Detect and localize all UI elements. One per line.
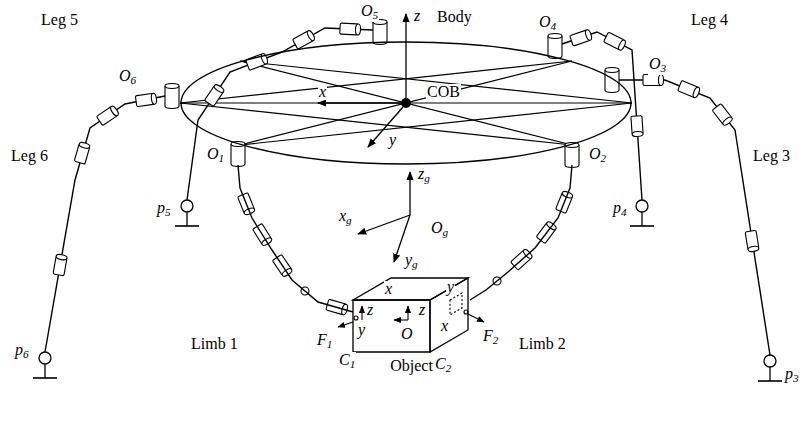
part-label: Limb 1 <box>190 336 239 352</box>
node-title: Body <box>437 9 472 25</box>
part-label: Limb 2 <box>518 336 567 352</box>
symbol-label: p6 <box>14 342 30 361</box>
global-coordinate-frame <box>358 172 410 262</box>
symbol-label: F1 <box>316 332 333 351</box>
symbol-label: y <box>388 132 397 148</box>
limb-link <box>470 165 572 300</box>
symbol-label: z <box>413 8 421 24</box>
symbol-label: zg <box>417 166 431 185</box>
symbol-label: x <box>384 281 393 297</box>
symbol-label: xg <box>338 208 353 227</box>
symbol-label: Og <box>430 220 449 239</box>
body-coordinate-frame <box>318 14 411 147</box>
body-outline <box>181 42 631 164</box>
symbol-label: p4 <box>612 200 628 219</box>
symbol-label: O4 <box>538 14 557 33</box>
node-title: Object <box>390 358 433 374</box>
symbol-label: O3 <box>648 56 667 75</box>
robot-body: Body <box>180 41 632 165</box>
symbol-label: z <box>418 302 426 318</box>
symbol-label: p3 <box>784 366 800 385</box>
symbol-label: z <box>366 302 374 318</box>
cube-face <box>353 278 468 300</box>
symbol-label: x <box>318 84 327 100</box>
symbol-label: C1 <box>338 352 356 371</box>
body-ellipse <box>180 41 632 165</box>
symbol-label: O2 <box>588 146 607 165</box>
part-label: Leg 4 <box>690 12 729 28</box>
symbol-label: p5 <box>156 200 172 219</box>
cube-face <box>353 300 430 352</box>
part-label: Leg 5 <box>40 12 79 28</box>
legs <box>45 28 770 355</box>
symbol-label: x <box>440 318 449 334</box>
part-label: Leg 3 <box>752 148 791 164</box>
cube-face <box>430 278 468 352</box>
symbol-label: O6 <box>118 68 137 87</box>
symbol-label: F2 <box>482 328 499 347</box>
symbol-label: y <box>357 322 366 338</box>
feet <box>33 200 782 381</box>
symbol-label: O1 <box>206 146 225 165</box>
symbol-label: C2 <box>434 356 452 375</box>
symbol-label: y <box>446 279 455 295</box>
limb-joints <box>238 190 574 315</box>
part-label: COB <box>426 84 461 100</box>
symbol-label: O5 <box>360 3 379 22</box>
part-label: Leg 6 <box>10 148 49 164</box>
symbol-label: O <box>400 326 414 342</box>
leg-joints <box>53 23 759 276</box>
symbol-label: yg <box>404 252 419 271</box>
limb-link <box>238 165 353 312</box>
